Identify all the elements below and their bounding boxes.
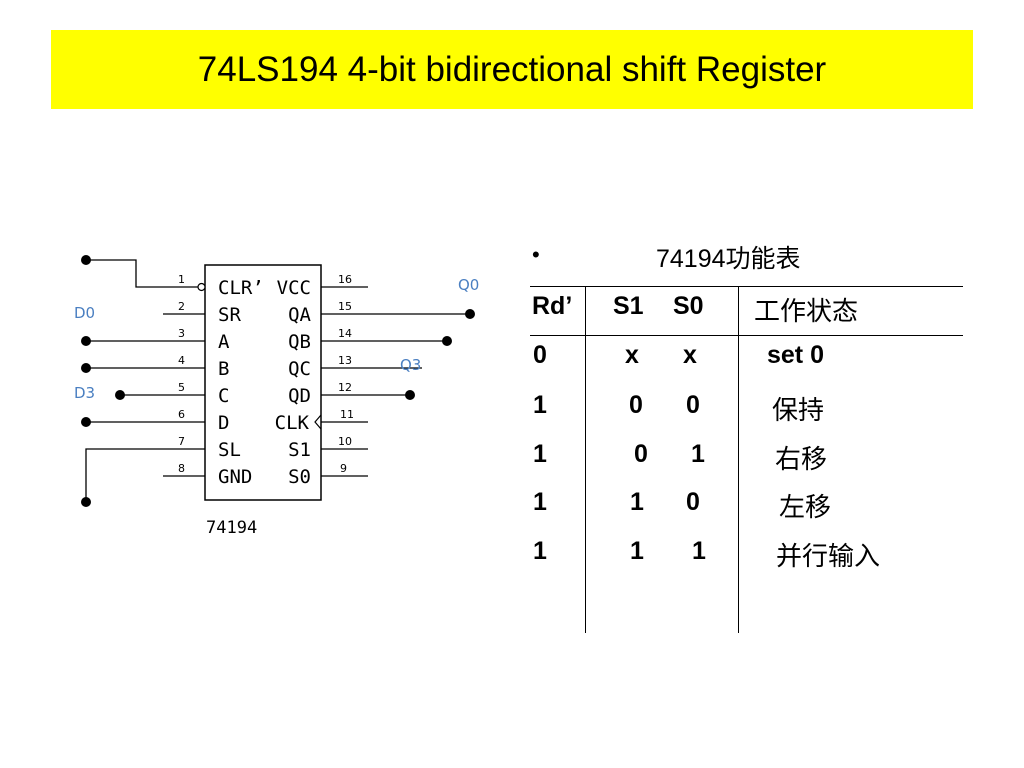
pin-num-10: 10 [338,435,352,448]
right-wiring [368,313,470,396]
pin-label-s1: S1 [288,439,311,461]
ic-part-label: 74194 [206,518,257,538]
net-label-q0: Q0 [458,276,479,294]
pin-num-5: 5 [178,381,185,394]
terminal-dot-qa [465,309,475,319]
terminal-dot-sl [81,497,91,507]
ic-body [204,264,322,501]
pin-label-gnd: GND [218,466,252,488]
clock-triangle [314,414,322,430]
pin-num-14: 14 [338,327,352,340]
title-bar: 74LS194 4-bit bidirectional shift Regist… [51,30,973,109]
terminal-dot-b [81,363,91,373]
terminal-dot-c [115,390,125,400]
pin-label-s0: S0 [288,466,311,488]
terminal-dot-clr [81,255,91,265]
pin-label-d: D [218,412,229,434]
pin-num-15: 15 [338,300,352,313]
terminal-dot-qd [405,390,415,400]
pin-label-clr: CLR’ [218,277,264,299]
slide-title: 74LS194 4-bit bidirectional shift Regist… [197,49,827,89]
pin-num-13: 13 [338,354,352,367]
pin-label-qa: QA [288,304,311,326]
pin-label-a: A [218,331,230,353]
left-wiring [85,259,163,502]
net-label-d0: D0 [74,304,95,322]
pin-label-sr: SR [218,304,241,326]
pin-label-vcc: VCC [277,277,311,299]
left-pin-lines [163,286,205,477]
pin-num-16: 16 [338,273,352,286]
pin-num-7: 7 [178,435,185,448]
pin-num-4: 4 [178,354,185,367]
terminal-dot-d [81,417,91,427]
pin-label-qb: QB [288,331,311,353]
pin-label-clk: CLK [275,412,310,434]
terminal-dot-qb [442,336,452,346]
pin-num-2: 2 [178,300,185,313]
terminal-dot-a [81,336,91,346]
pin-num-3: 3 [178,327,185,340]
pin-num-8: 8 [178,462,185,475]
pin-label-qd: QD [288,385,311,407]
pin-label-c: C [218,385,229,407]
net-label-d3: D3 [74,384,95,402]
pin-label-qc: QC [288,358,311,380]
pin-num-11: 11 [340,408,354,421]
pin-num-9: 9 [340,462,347,475]
net-label-q3: Q3 [400,356,421,374]
clr-inversion-bubble [197,282,206,292]
pin-label-b: B [218,358,229,380]
right-pin-lines [321,286,368,477]
pin-num-12: 12 [338,381,352,394]
pin-num-6: 6 [178,408,185,421]
pin-num-1: 1 [178,273,185,286]
pin-label-sl: SL [218,439,241,461]
